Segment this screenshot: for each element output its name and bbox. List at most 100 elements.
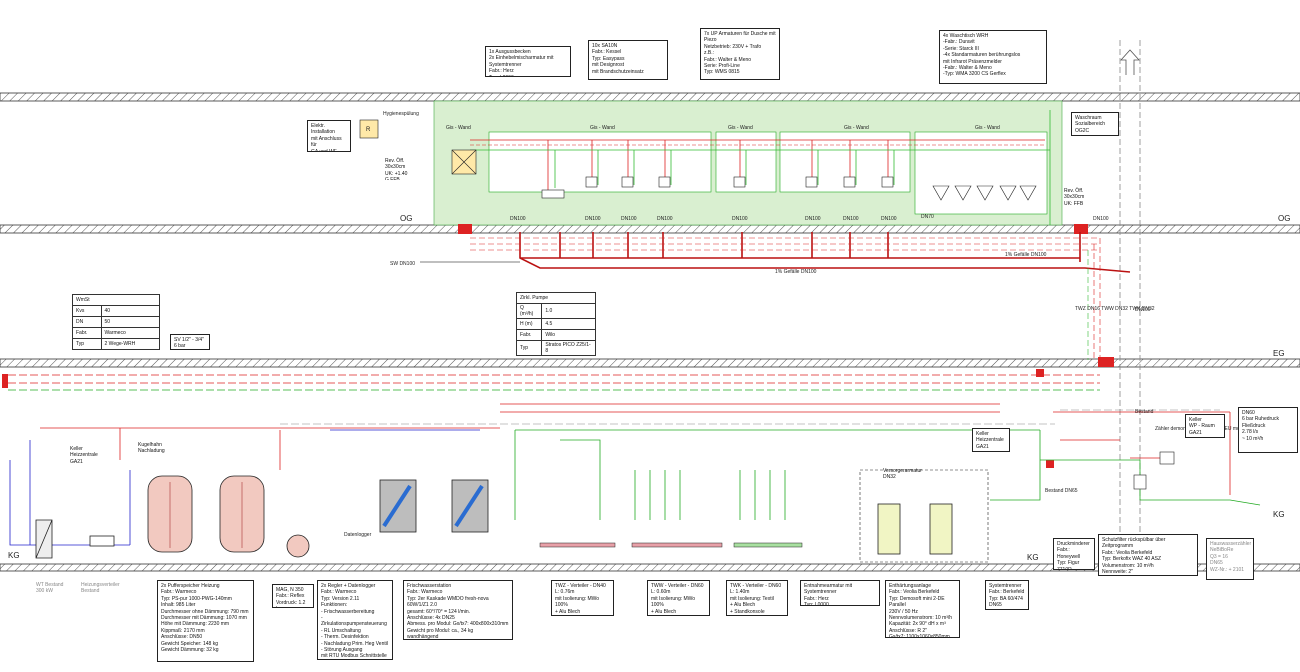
bottom-note-druckminderer: Druckminderer Fabr.: Honeywell Typ: Figu… — [1053, 538, 1095, 570]
level-label-kg-right: KG — [1273, 510, 1285, 519]
note-ausgussbecken: 1x Ausgussbecken 2x Einhebelmischarmatur… — [485, 46, 571, 77]
og-dn-labels: DN100 DN100 DN100 DN100 DN100 DN100 DN10… — [510, 214, 1109, 222]
table-cell: DN — [72, 316, 102, 328]
table-cell: H (m) — [515, 318, 543, 330]
filter — [1133, 474, 1147, 490]
hygiene-label: Hygienespülung — [383, 111, 419, 117]
heating-distributor — [89, 535, 115, 547]
fresh-water-module-1 — [379, 479, 417, 533]
washbasin-icons — [932, 185, 1037, 201]
note-waschraum: Waschraum Sozialbereich OG2C — [1071, 112, 1119, 136]
wall-label: Gis - Wand — [446, 125, 471, 131]
table-cell: Typ — [72, 338, 102, 350]
svg-text:DN100: DN100 — [1093, 216, 1109, 222]
table-cell: 50 — [100, 316, 161, 328]
bottom-note-entnahmearmatur: Entnahmearmatur mit Systemtrenner Fabr.:… — [800, 580, 880, 606]
note-sicherheitsventil: SV 1/2" - 3/4" 6 bar — [170, 334, 210, 350]
note-waschtische: 4x Waschtisch WRH -Fabr.: Duravit -Serie… — [939, 30, 1047, 84]
bottom-note-tww-verteiler: TWW - Verteiler - DN60 L: 0.60m mit Isol… — [647, 580, 710, 616]
note-duscharmaturen: 7x UP Armaturen für Dusche mit Piezo Net… — [700, 28, 780, 80]
level-label-kg-mid: KG — [1027, 553, 1039, 562]
note-kugelhahn: Kugelhahn Nachladung — [138, 442, 165, 454]
pipe-label-gefaelle1: 1% Gefälle DN100 — [775, 269, 817, 275]
riser-label-twz: TWZ DN16 TWW DN32 TWK DN32 — [1075, 306, 1155, 312]
level-label-eg: EG — [1273, 349, 1285, 358]
svg-text:DN100: DN100 — [881, 216, 897, 222]
level-label-og-right: OG — [1278, 214, 1290, 223]
table-cell: Typ — [515, 340, 543, 356]
bottom-note-wt-bestand: WT Bestand 300 kW — [36, 582, 64, 595]
svg-text:DN100: DN100 — [510, 216, 526, 222]
wall-label: Gis - Wand — [844, 125, 869, 131]
table-cell: Kvs — [72, 305, 102, 317]
table-cell: Fabr. — [72, 327, 102, 339]
fresh-water-module-2 — [451, 479, 489, 533]
pipe-label-dn100-right: DN100 — [1135, 307, 1151, 313]
note-wp-raum: Keller WP - Raum GA21 — [1185, 414, 1225, 438]
table-cell: Warmeco — [100, 327, 161, 339]
note-dn60: DN60 6 bar Ruhedruck Fließdruck 2.78 l/s… — [1238, 407, 1298, 453]
bottom-note-frischwasserstation: Frischwasserstation Fabr.: Warmeco Typ: … — [403, 580, 513, 640]
floor-slab-og — [0, 224, 1300, 234]
label-datenlogger: Datenlogger — [344, 532, 372, 538]
table-cell: Q (m³/h) — [515, 303, 543, 319]
bottom-note-systemtrenner: Systemtrenner Fabr.: Berkefeld Typ: BA 6… — [985, 580, 1029, 610]
floor-slab-kg — [0, 563, 1300, 572]
tww-distributor-bar — [631, 542, 723, 548]
table-pump-title: Zirkl. Pumpe — [516, 292, 596, 304]
wall-label: Gis - Wand — [975, 125, 1000, 131]
buffer-tank-2 — [219, 475, 265, 553]
table-cell: 4.5 — [541, 318, 596, 330]
water-meter — [1159, 451, 1175, 465]
bottom-note-schutzfilter: Schutzfilter rückspülbar über Zeitprogra… — [1098, 534, 1198, 576]
note-heizzentrale-2: Keller Heizzentrale GA21 — [972, 428, 1010, 452]
fire-penetrations — [2, 224, 1114, 468]
wall-label: Gis - Wand — [728, 125, 753, 131]
note-rev-oeff-1: Rev. Öff. 30x30cm UK: +1.40 G.FFB — [385, 158, 408, 180]
note-versorgerarmatur: Versorgerarmatur DN32 — [883, 468, 922, 480]
wall-label: Gis - Wand — [590, 125, 615, 131]
bottom-note-twz-verteiler: TWZ - Verteiler - DN40 L: 0.76m mit Isol… — [551, 580, 614, 616]
pipe-label-gefaelle2: 1% Gefälle DN100 — [1005, 252, 1047, 258]
bottom-note-mag: MAG, N 350 Fabr.: Reflex Vordruck: 1.2 b… — [272, 584, 314, 608]
expansion-vessel — [286, 534, 310, 558]
softener-tank-2 — [929, 503, 953, 555]
table-cell: 2 Wege-WRH — [100, 338, 161, 350]
heat-exchanger — [35, 519, 53, 559]
hygiene-flush-unit — [359, 119, 379, 139]
svg-text:DN100: DN100 — [585, 216, 601, 222]
svg-text:DN100: DN100 — [843, 216, 859, 222]
ceiling-slab-og — [0, 92, 1300, 102]
level-label-og-left: OG — [400, 214, 412, 223]
bottom-note-heizungsverteiler: Heizungsverteiler Bestand — [81, 582, 120, 595]
table-cell: Fabr. — [515, 329, 543, 341]
twz-distributor-bar — [539, 542, 616, 548]
label-bestand-dn65: Bestand DN65 — [1045, 488, 1078, 494]
shower-valves — [541, 176, 894, 199]
table-cell: 40 — [100, 305, 161, 317]
pipe-label-sw: SW DN100 — [390, 261, 415, 267]
hygiene-flush-glyph: R — [366, 127, 371, 133]
twk-distributor-bar — [733, 542, 803, 548]
svg-text:DN70: DN70 — [921, 214, 934, 220]
svg-text:DN100: DN100 — [621, 216, 637, 222]
note-heizzentrale-1: Keller Heizzentrale GA21 — [70, 446, 98, 465]
level-label-kg-left: KG — [8, 551, 20, 560]
bottom-note-regler: 2x Regler + Datenlogger Fabr.: Warmeco T… — [317, 580, 393, 660]
svg-text:DN100: DN100 — [657, 216, 673, 222]
bottom-note-hauswasserzaehler: Hauswasserzähler NeBiBoRe Q3 = 16 DN65 W… — [1206, 538, 1254, 580]
svg-text:DN100: DN100 — [805, 216, 821, 222]
shaft-arrow-icon — [1120, 49, 1140, 75]
table-zirkulationspumpe: Zirkl. Pumpe Q (m³/h)1.0 H (m)4.5 Fabr.W… — [515, 292, 596, 356]
table-cell: Wilo — [541, 329, 596, 341]
softener-tank-1 — [877, 503, 901, 555]
bottom-note-enthaertungsanlage: Enthärtungsanlage Fabr.: Veolia Berkefel… — [885, 580, 960, 638]
bottom-note-pufferspeicher: 2x Pufferspeicher Heizung Fabr.: Warmeco… — [157, 580, 254, 662]
bottom-note-twk-verteiler: TWK - Verteiler - DN60 L: 1.40m mit Isol… — [726, 580, 788, 616]
svg-text:DN100: DN100 — [732, 216, 748, 222]
note-bodenablauf: 10x SA10N Fabr.: Kessel Typ: Easypass mi… — [588, 40, 668, 80]
note-elektro: Elektr. Installation mit Anschluss für G… — [307, 120, 351, 152]
floor-slab-eg — [0, 358, 1300, 368]
